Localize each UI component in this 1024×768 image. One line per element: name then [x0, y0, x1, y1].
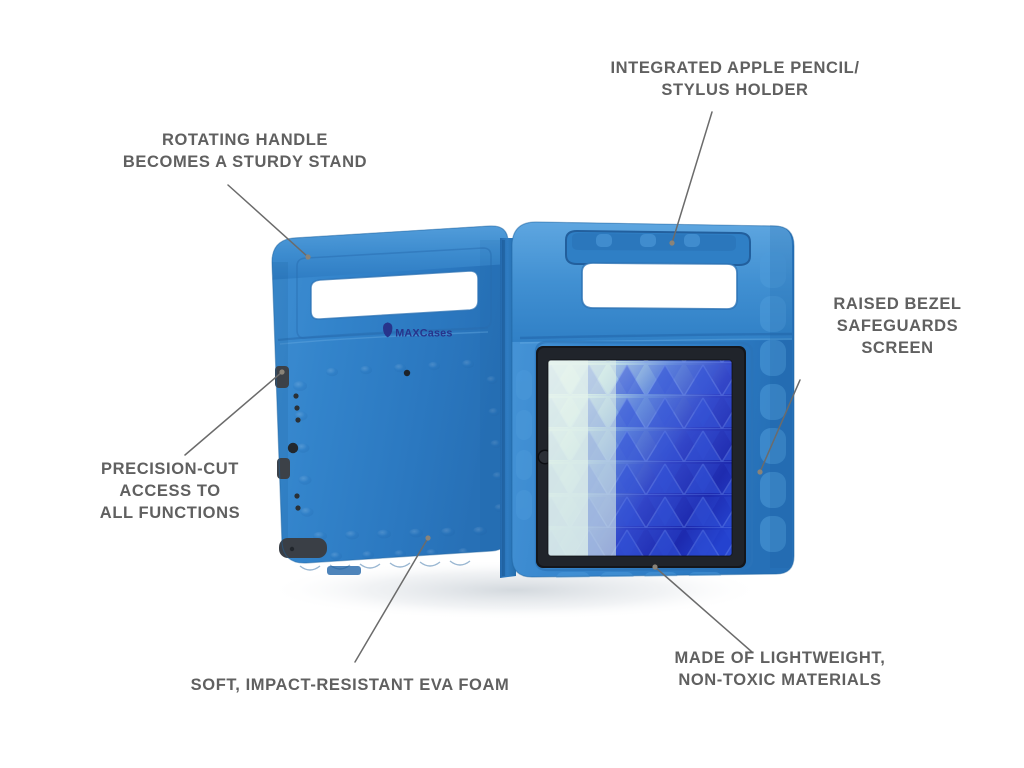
- headphone-jack-cutout: [277, 458, 290, 479]
- handle-cutout-right: [582, 263, 737, 309]
- tablet: [536, 346, 746, 568]
- screen-wallpaper: [548, 360, 732, 556]
- case-panel-right: [511, 221, 795, 578]
- charging-port-cutout: [327, 566, 361, 575]
- brand-logo-left: MAXCases: [383, 322, 452, 339]
- camera-cutout: [287, 442, 299, 454]
- case-panel-left: MAXCases: [271, 225, 509, 575]
- rear-camera-dot: [403, 369, 411, 377]
- power-button-cutout: [275, 366, 289, 388]
- speaker-cutout: [279, 538, 327, 558]
- handle-cutout-left: [311, 271, 478, 320]
- svg-text:MAXCases: MAXCases: [395, 327, 452, 339]
